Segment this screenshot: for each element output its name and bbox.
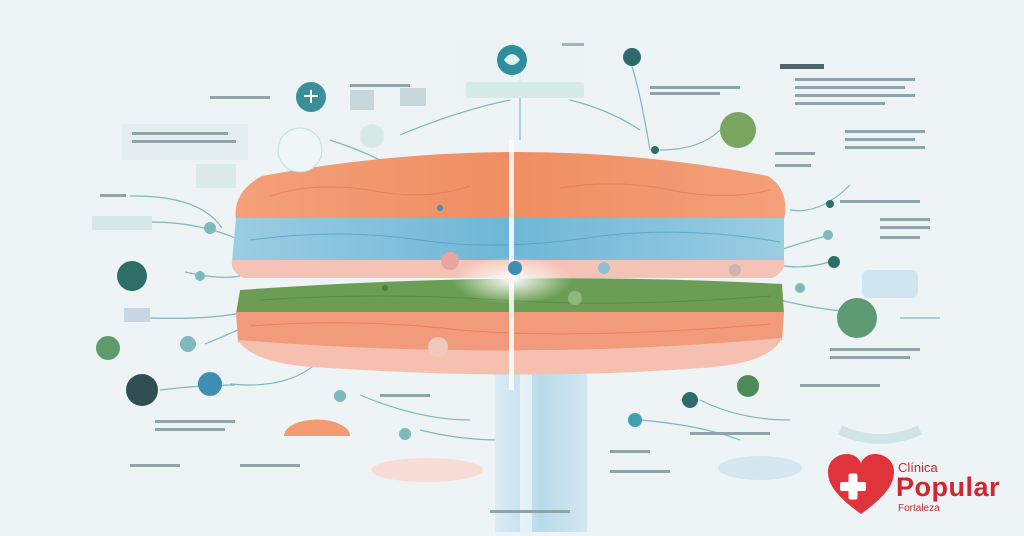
center-glow: [452, 256, 572, 304]
central-column: [495, 372, 587, 532]
top-icons: [455, 40, 641, 98]
heart-cross-icon: [828, 454, 894, 514]
connector-lines: [129, 59, 940, 441]
clinic-logo: Clínica Popular Fortaleza: [826, 452, 1016, 518]
dot-icon: [623, 48, 641, 66]
logo-line-1: Clínica: [898, 460, 938, 475]
inner-markers: [382, 205, 610, 357]
right-nodes: [628, 112, 923, 480]
central-column-highlight: [520, 372, 532, 532]
caption-placeholders: [92, 64, 930, 513]
logo-line-3: Fortaleza: [898, 503, 940, 514]
logo-line-2: Popular: [896, 472, 1001, 502]
left-nodes: [96, 82, 483, 482]
